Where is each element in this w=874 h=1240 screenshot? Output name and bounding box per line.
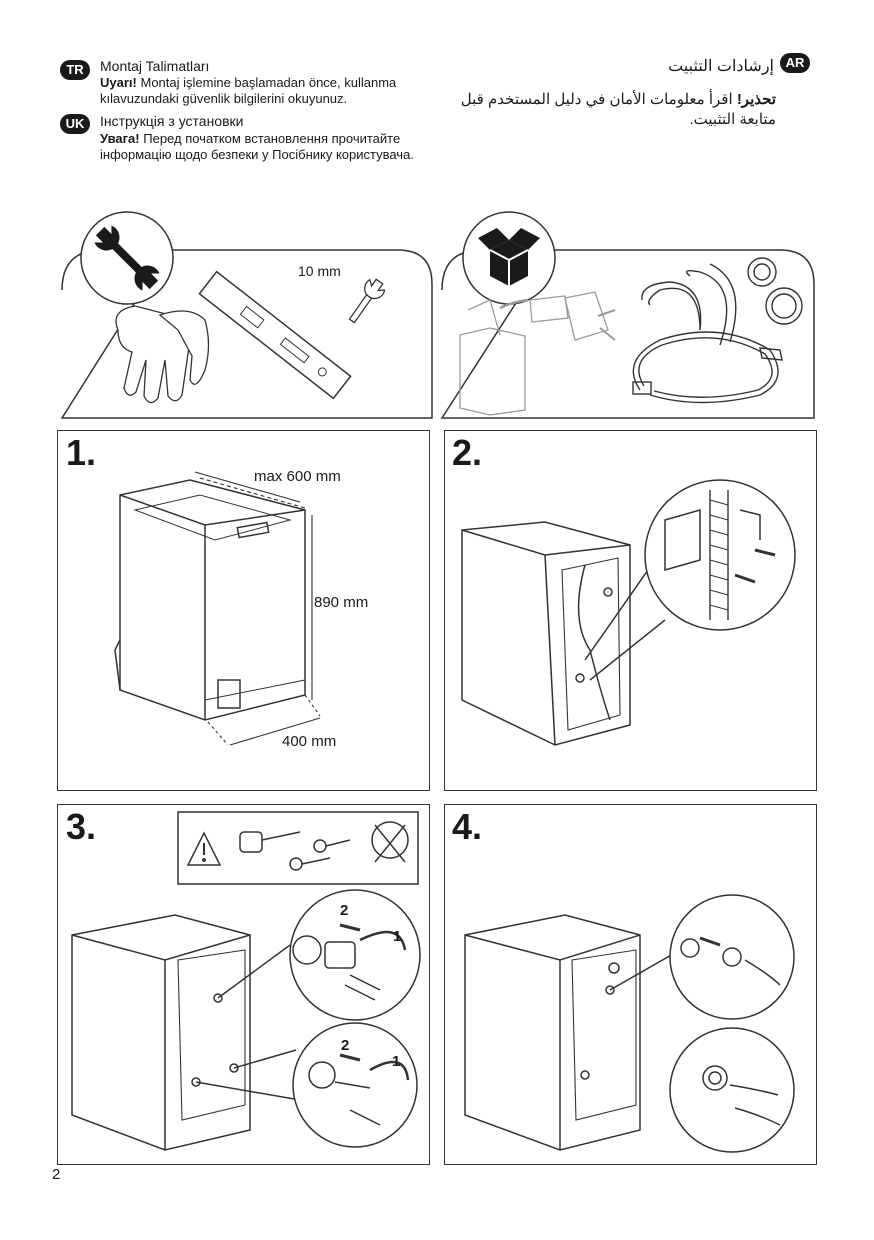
step-4-zoom-bottom (669, 1027, 795, 1153)
tr-warning-text: Montaj işlemine başlamadan önce, kullanm… (100, 75, 397, 106)
step-2-machine (461, 521, 631, 746)
uk-warning-text: Перед початком встановлення прочитайте і… (100, 131, 414, 162)
machine-sketch-icon (459, 298, 529, 416)
tr-title: Montaj Talimatları (100, 58, 210, 74)
step-4-zoom-top (609, 894, 795, 1020)
step-3-callout-1b: 1 (392, 1053, 401, 1070)
step-1-dimension-lines (194, 471, 321, 746)
uk-title: Інструкція з установки (100, 113, 244, 129)
step-1-machine (114, 479, 306, 721)
wrench-icon (94, 225, 160, 291)
tr-warning: Uyarı! Montaj işlemine başlamadan önce, … (100, 75, 430, 107)
step-3-callout-2a: 2 (340, 902, 349, 919)
ar-warning-text: اقرأ معلومات الأمان في دليل المستخدم قبل… (460, 91, 776, 128)
step-2-zoom (584, 479, 796, 681)
ar-warning-label: تحذير! (736, 91, 776, 108)
water-hose-icon (632, 263, 783, 404)
dim-depth: max 600 mm (254, 468, 341, 485)
caps-icon (747, 257, 803, 325)
documents-icon (529, 291, 616, 341)
ar-warning: تحذير! اقرأ معلومات الأمان في دليل المست… (440, 90, 776, 130)
dim-height: 890 mm (314, 594, 369, 611)
ar-title: إرشادات التثبيت (668, 58, 774, 75)
dim-width: 400 mm (282, 733, 337, 750)
wrench-size-label: 10 mm (298, 263, 341, 279)
uk-warning: Увага! Перед початком встановлення прочи… (100, 131, 435, 163)
small-wrench-icon (348, 278, 386, 324)
lang-badge-tr: TR (60, 60, 90, 80)
step-4-machine (464, 914, 641, 1151)
box-icon (478, 228, 540, 286)
step-3-number: 3. (66, 806, 97, 847)
step-3-zoom-top (217, 889, 421, 1021)
step-3-callout-2b: 2 (341, 1037, 350, 1054)
step-1-number: 1. (66, 432, 97, 473)
step-3-callout-1a: 1 (393, 928, 402, 945)
spirit-level-icon (198, 270, 352, 400)
step-3-machine (71, 914, 251, 1151)
lang-badge-ar: AR (780, 53, 810, 73)
page-number: 2 (52, 1166, 61, 1183)
step-3-zoom-bottom (195, 1022, 418, 1148)
step-2-number: 2. (452, 432, 483, 473)
step-4-number: 4. (452, 806, 483, 847)
step-3-contents-box (177, 811, 419, 885)
tr-warning-label: Uyarı! (100, 75, 137, 90)
uk-warning-label: Увага! (100, 131, 140, 146)
gloves-icon (115, 305, 210, 404)
lang-badge-uk: UK (60, 114, 90, 134)
